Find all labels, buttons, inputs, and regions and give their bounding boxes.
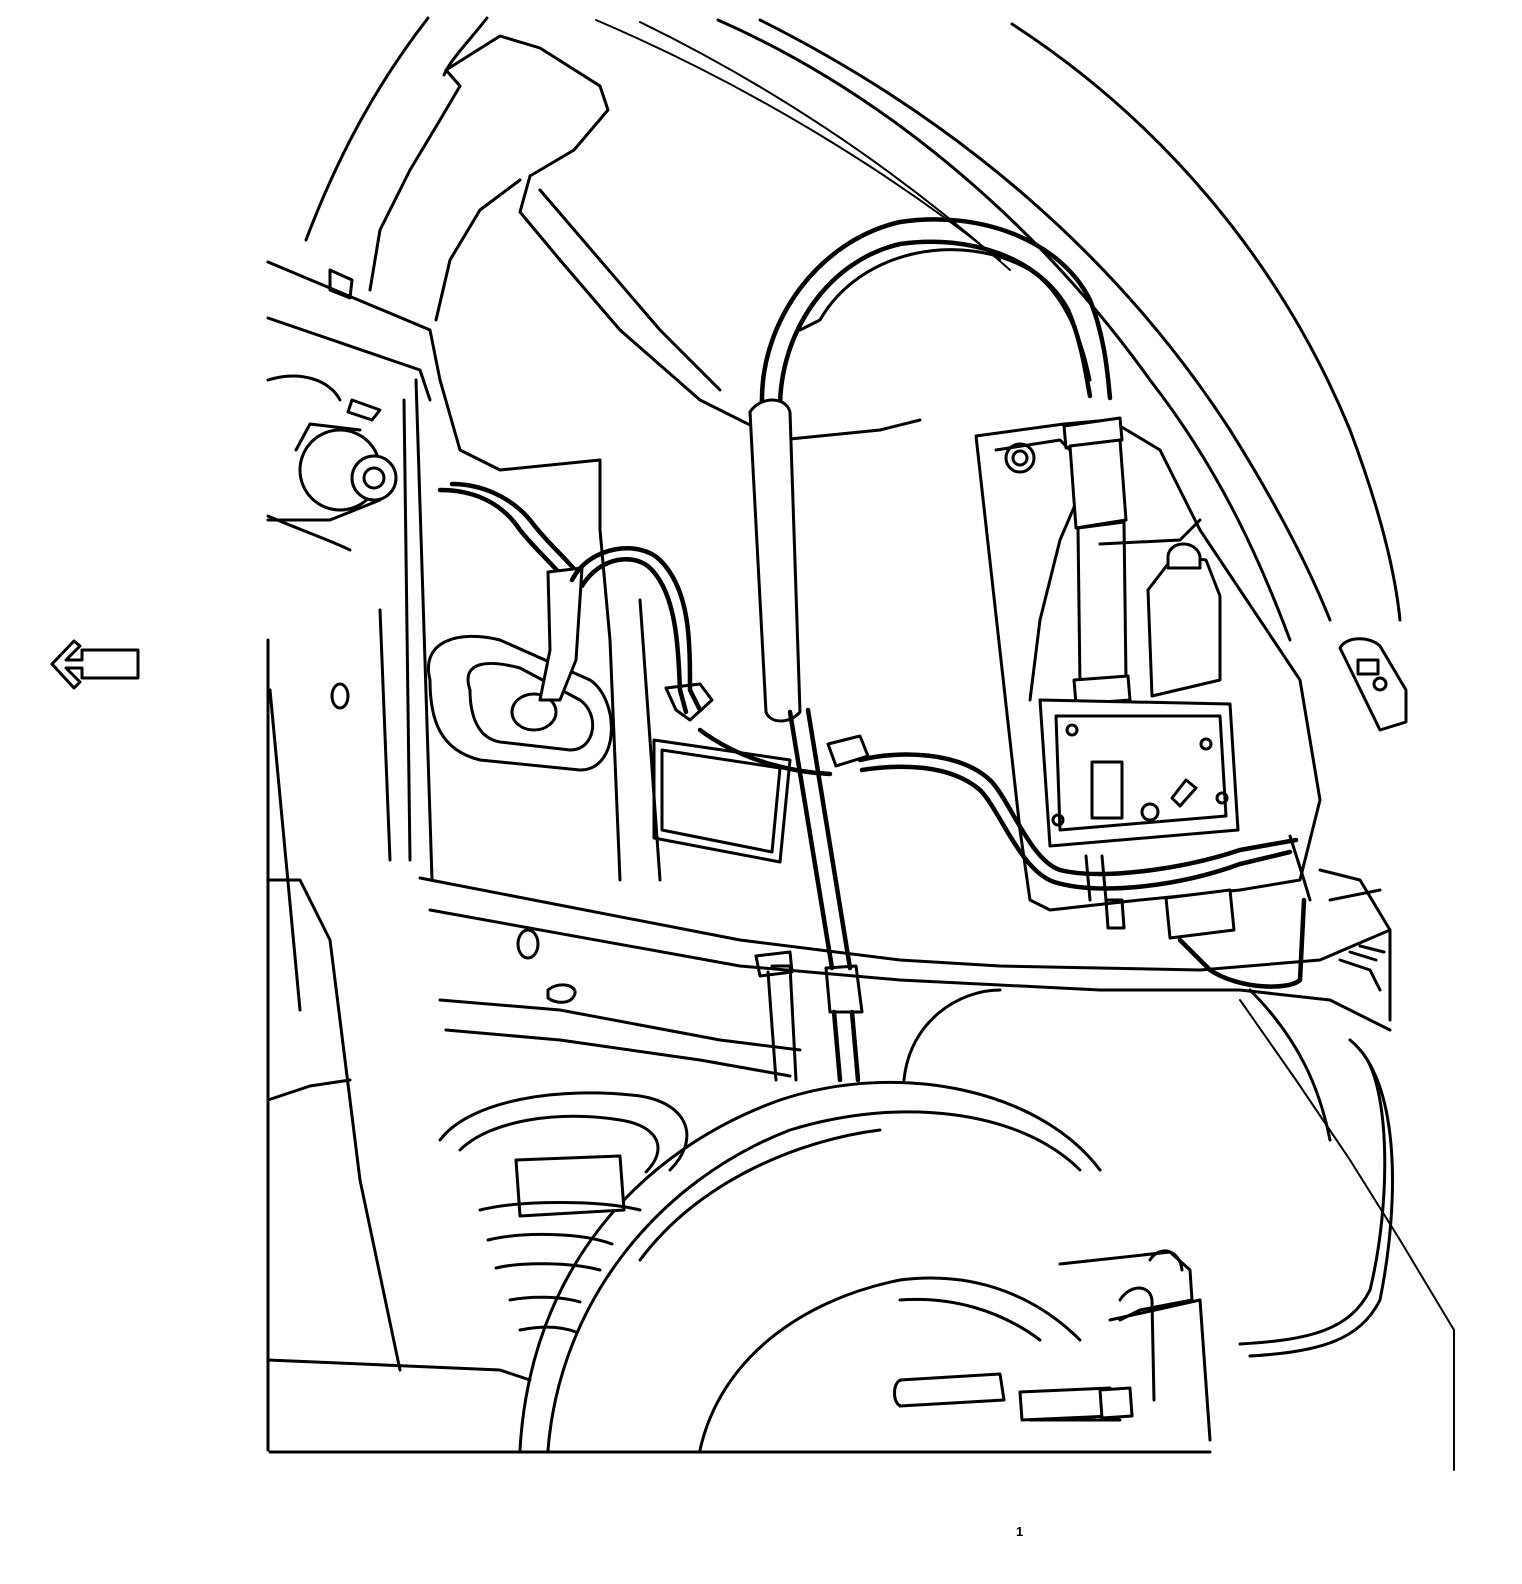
grommet (330, 634, 613, 772)
callout-1-leader (1239, 999, 1455, 1471)
fender-outline (304, 16, 1402, 642)
connector (1084, 854, 1236, 940)
panel-cutouts (516, 738, 792, 1004)
retaining-clip (1338, 637, 1408, 732)
module-wire (826, 734, 1312, 989)
strut-base (438, 1091, 689, 1334)
frame-rails (266, 378, 662, 1452)
arrow-left-icon (50, 639, 140, 690)
wheelhouse-liner (902, 988, 1394, 1358)
brake-rotor (518, 1080, 1102, 1452)
mounting-bolt (294, 422, 398, 512)
lower-structure (418, 868, 1392, 1078)
wire-harness (437, 481, 833, 777)
brake-caliper (1058, 1249, 1212, 1442)
antenna-module (974, 416, 1322, 912)
antenna-cable (748, 217, 1113, 1083)
wheel-studs (893, 1372, 1134, 1422)
callout-1-label: 1 (1016, 1524, 1023, 1539)
